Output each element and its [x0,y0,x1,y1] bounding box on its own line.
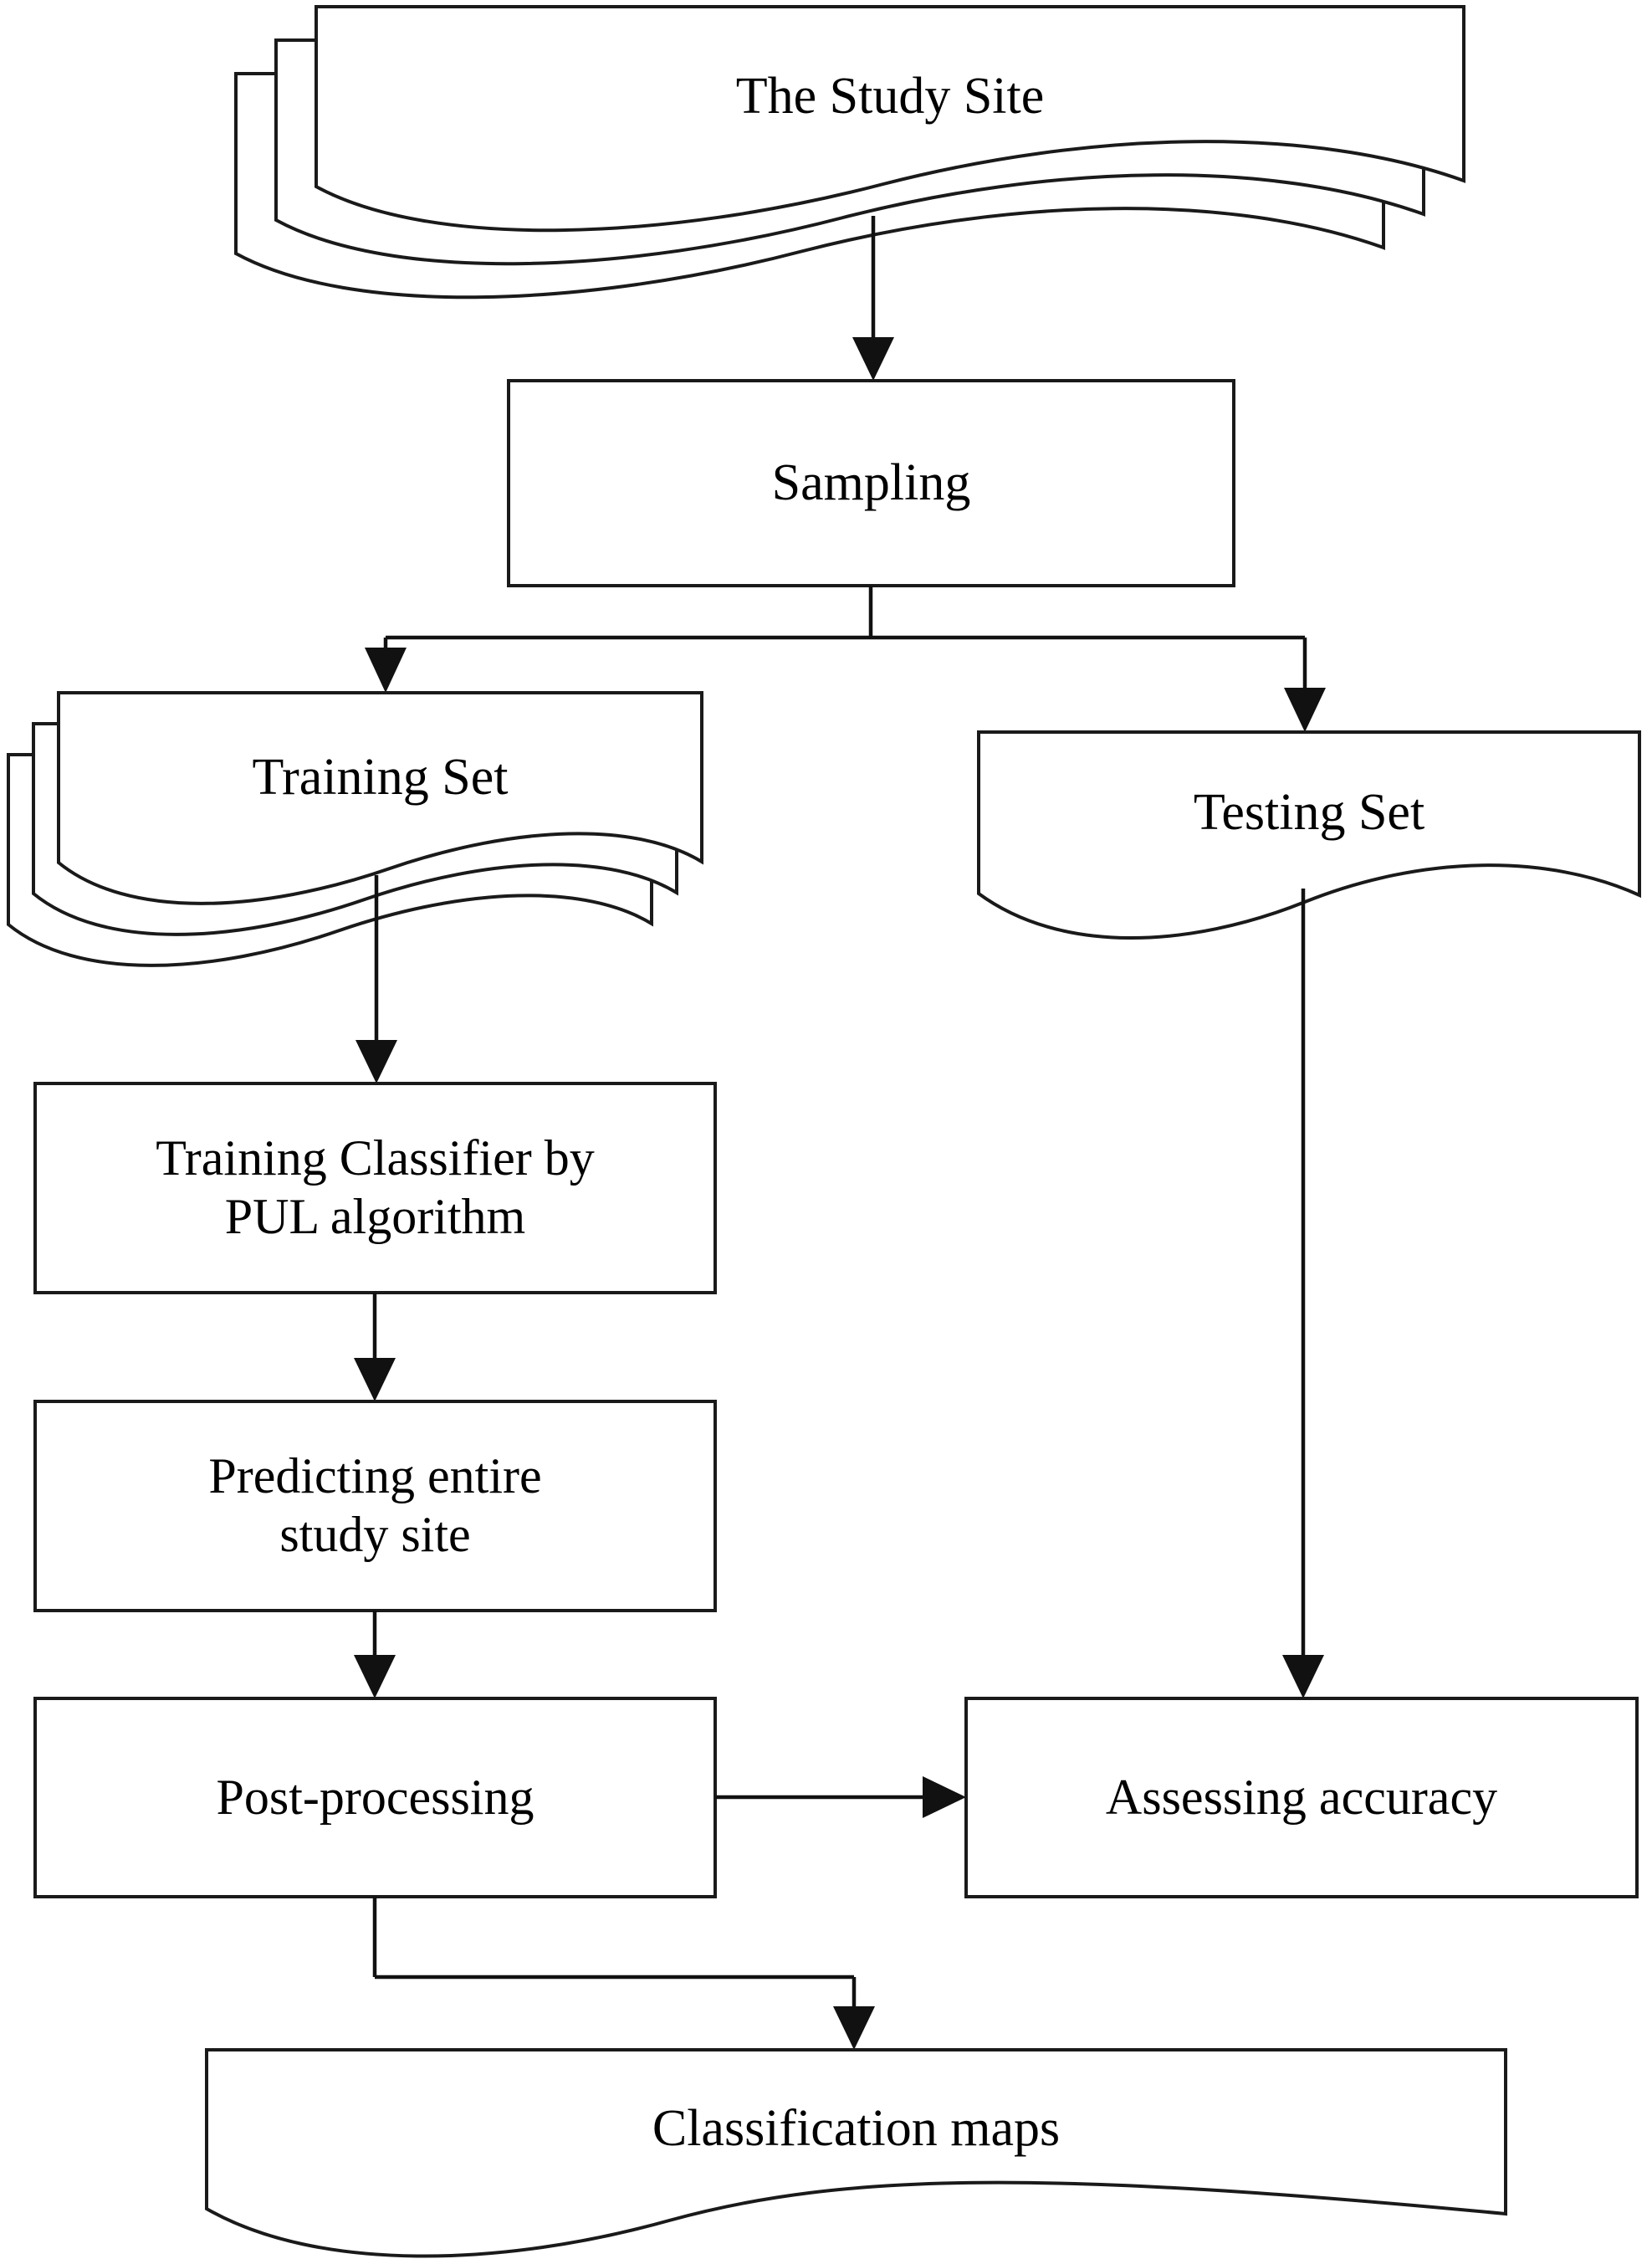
node-training-classifier-shape[interactable] [33,1082,717,1294]
node-predicting-study-site-shape[interactable] [33,1400,717,1612]
edge-classifier-to-predicting [354,1293,396,1401]
node-post-processing-shape[interactable] [33,1697,717,1898]
edge-sampling-split [365,586,1326,732]
node-testing-set-shape[interactable] [977,730,1641,940]
edge-testing-set-to-assessing-accuracy [1282,889,1324,1698]
edge-post-processing-to-assessing-accuracy [715,1776,966,1818]
node-study-site-shape[interactable] [234,5,1465,300]
edge-predicting-to-post-processing [354,1611,396,1698]
node-sampling-shape[interactable] [507,379,1235,587]
edge-study-site-to-sampling [852,216,894,381]
study-site-doc-layer-1 [315,5,1465,233]
node-assessing-accuracy-shape[interactable] [964,1697,1639,1898]
node-training-set-shape[interactable] [7,691,703,967]
edge-post-processing-to-classification-maps [372,1897,875,2050]
node-classification-maps-shape[interactable] [205,2048,1507,2258]
training-set-doc-layer-1 [57,691,703,905]
edge-training-set-to-classifier [355,875,397,1083]
